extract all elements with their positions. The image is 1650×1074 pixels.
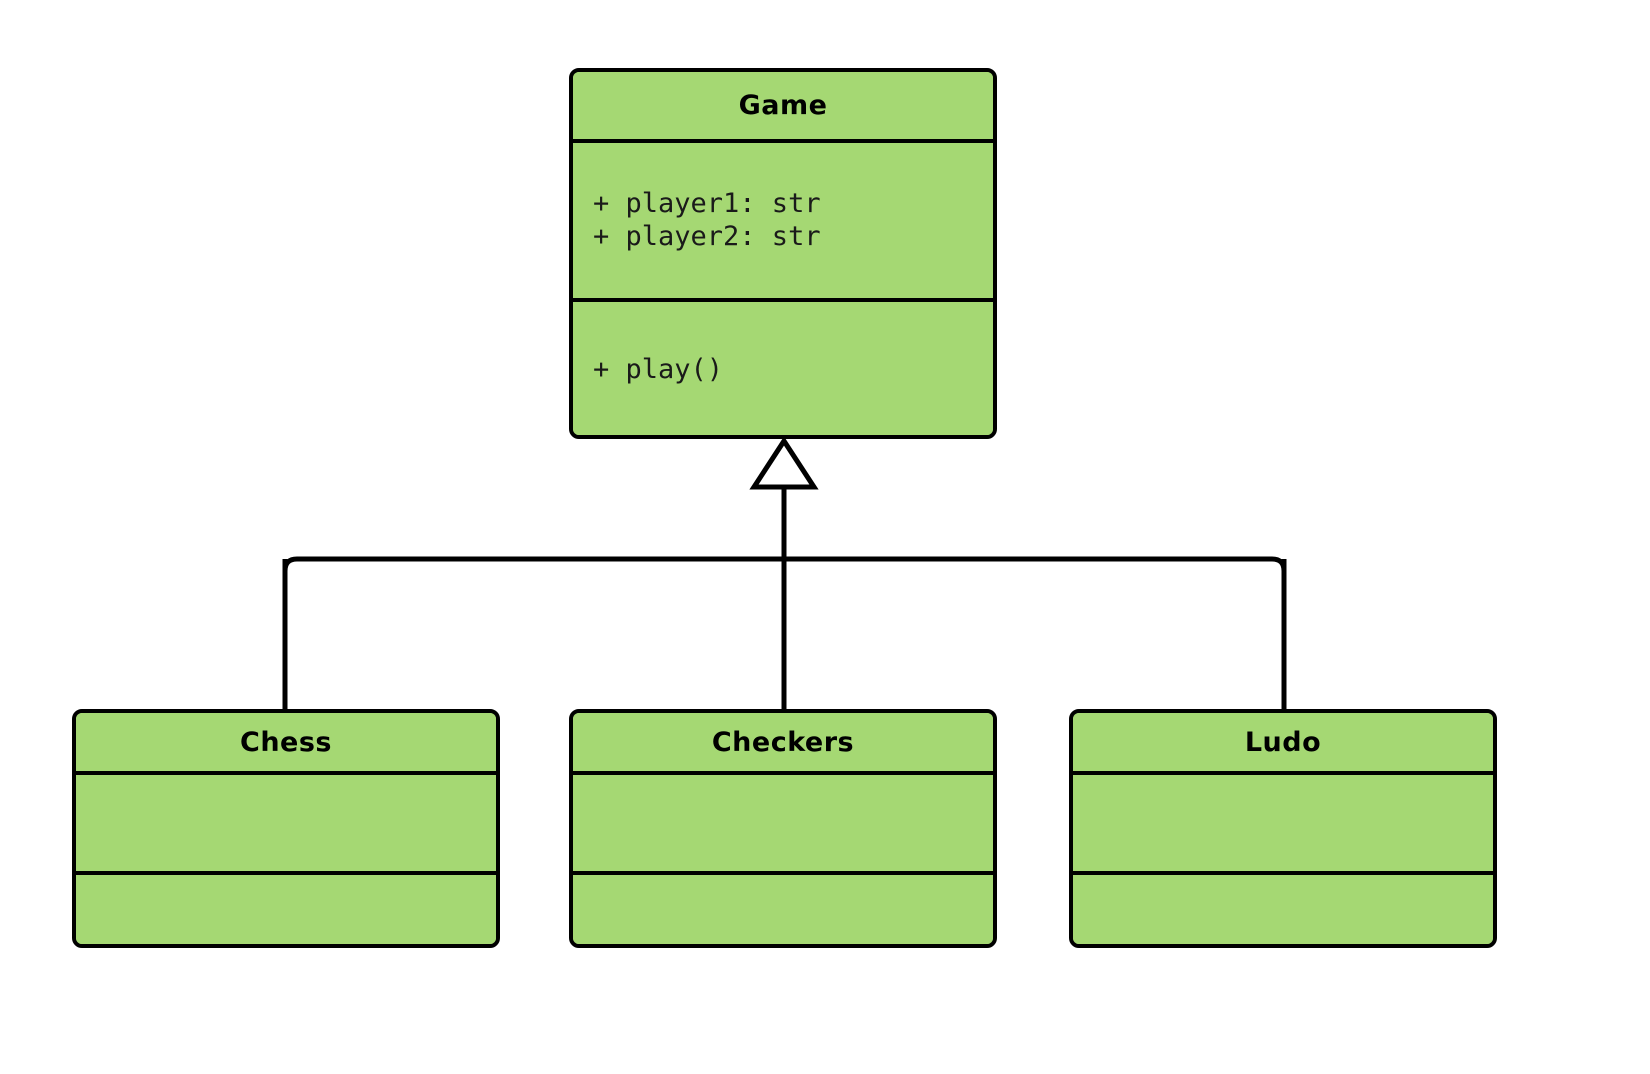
class-methods-chess <box>76 875 496 944</box>
method-row: + play() <box>593 354 724 386</box>
inheritance-bus-line <box>282 556 1287 676</box>
class-attributes-checkers <box>573 775 993 875</box>
class-attributes-chess <box>76 775 496 875</box>
class-name-label: Game <box>738 90 828 121</box>
class-methods-game: + play() <box>573 302 993 435</box>
class-title-chess: Chess <box>76 713 496 775</box>
class-name-label: Ludo <box>1244 726 1322 758</box>
class-title-ludo: Ludo <box>1073 713 1493 775</box>
uml-class-checkers[interactable]: Checkers <box>569 709 997 948</box>
class-title-game: Game <box>573 72 993 143</box>
attribute-row: + player1: str <box>593 187 821 219</box>
attribute-row: + player2: str <box>593 220 821 252</box>
class-name-label: Chess <box>240 726 332 758</box>
uml-class-game[interactable]: Game + player1: str + player2: str + pla… <box>569 68 997 439</box>
class-name-label: Checkers <box>711 726 855 758</box>
class-methods-checkers <box>573 875 993 944</box>
class-title-checkers: Checkers <box>573 713 993 775</box>
uml-class-chess[interactable]: Chess <box>72 709 500 948</box>
uml-class-ludo[interactable]: Ludo <box>1069 709 1497 948</box>
class-methods-ludo <box>1073 875 1493 944</box>
class-attributes-game: + player1: str + player2: str <box>573 143 993 302</box>
class-attributes-ludo <box>1073 775 1493 875</box>
generalization-triangle-icon <box>749 436 819 490</box>
